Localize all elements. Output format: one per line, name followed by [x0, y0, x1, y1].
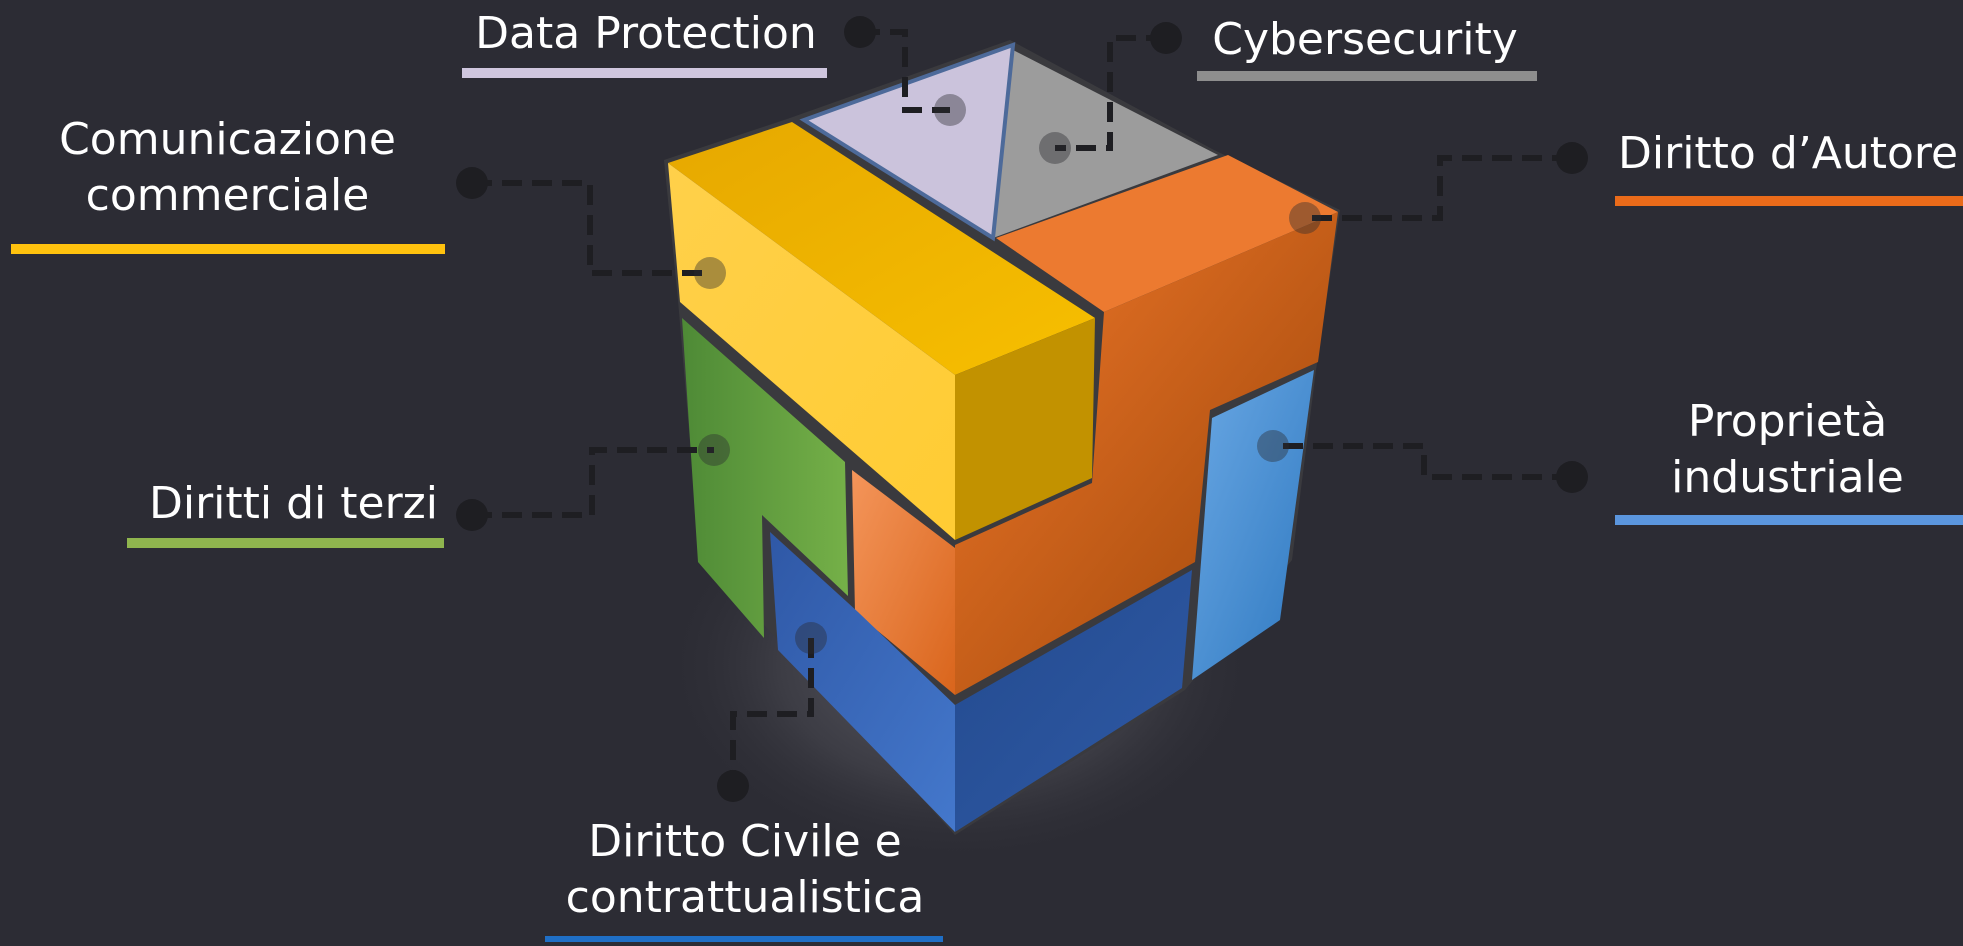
- dot-diritto-civile-inner: [795, 622, 827, 654]
- connector-proprieta: [1273, 443, 1572, 480]
- connector-cybersecurity: [1055, 35, 1166, 151]
- dot-cybersecurity-inner: [1039, 132, 1071, 164]
- cybersecurity-block: [993, 50, 1218, 238]
- anchor-dots: [694, 94, 1321, 654]
- dot-comunicazione-inner: [694, 257, 726, 289]
- connector-lines: [472, 29, 1572, 786]
- bar-diritto-civile: [545, 936, 943, 942]
- comunicazione-block-side: [955, 318, 1095, 540]
- label-proprieta: Proprietà industriale: [1671, 396, 1904, 503]
- diritto-civile-block-side: [955, 570, 1192, 832]
- bar-cybersecurity: [1197, 71, 1537, 81]
- diritto-autore-block-front: [852, 470, 955, 695]
- label-diritto-civile: Diritto Civile e contrattualistica: [565, 816, 925, 923]
- bar-data-protection: [462, 68, 827, 78]
- diritti-terzi-block: [682, 318, 848, 638]
- bar-diritti-terzi: [127, 538, 444, 548]
- connector-dots: [456, 16, 1588, 802]
- dot-diritto-autore-outer: [1556, 142, 1588, 174]
- bar-diritto-autore: [1615, 196, 1963, 206]
- connector-diritto-civile: [730, 638, 814, 786]
- dot-diritti-terzi-outer: [456, 499, 488, 531]
- dot-diritto-autore-inner: [1289, 202, 1321, 234]
- label-diritto-autore: Diritto d’Autore: [1618, 128, 1959, 179]
- dot-diritto-civile-outer: [717, 770, 749, 802]
- dot-proprieta-outer: [1556, 461, 1588, 493]
- label-comunicazione: Comunicazione commerciale: [59, 114, 396, 221]
- dot-data-protection-inner: [934, 94, 966, 126]
- diritto-autore-block-top: [996, 155, 1338, 312]
- label-cybersecurity: Cybersecurity: [1212, 14, 1518, 65]
- dot-diritti-terzi-inner: [698, 434, 730, 466]
- bar-comunicazione: [11, 244, 445, 254]
- dot-cybersecurity-outer: [1150, 22, 1182, 54]
- data-protection-block: [799, 42, 1016, 242]
- comunicazione-block-front: [668, 163, 955, 540]
- dot-comunicazione-outer: [456, 167, 488, 199]
- dot-data-protection-outer: [844, 16, 876, 48]
- dot-proprieta-inner: [1257, 430, 1289, 462]
- diritto-civile-block-front: [770, 532, 955, 832]
- connector-diritto-autore: [1305, 155, 1572, 221]
- label-data-protection: Data Protection: [475, 8, 817, 59]
- connector-diritti-terzi: [472, 447, 714, 518]
- label-diritti-terzi: Diritti di terzi: [148, 478, 438, 529]
- comunicazione-block-top: [668, 122, 1095, 375]
- bar-proprieta: [1615, 515, 1963, 525]
- connector-comunicazione: [472, 180, 710, 276]
- diritto-autore-block-side: [955, 212, 1338, 695]
